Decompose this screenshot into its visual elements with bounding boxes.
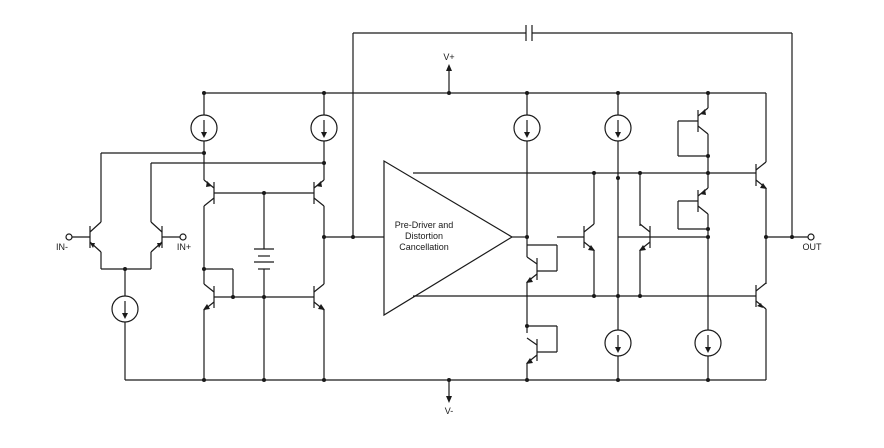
cascode-stage: [190, 91, 384, 382]
in-plus-label: IN+: [177, 242, 191, 252]
predriver-amplifier: [383, 159, 514, 317]
amplifier-label-line2: Distortion: [405, 231, 443, 241]
output-stage: [413, 91, 815, 382]
out-label: OUT: [803, 242, 823, 252]
vplus-rail: [204, 64, 766, 95]
amplifier-label-line3: Cancellation: [399, 242, 449, 252]
input-stage: [65, 151, 326, 380]
amplifier-label-line1: Pre-Driver and: [395, 220, 454, 230]
in-minus-label: IN-: [56, 242, 68, 252]
feedback-capacitor: [352, 25, 793, 237]
vplus-label: V+: [443, 52, 454, 62]
vminus-rail: [125, 378, 766, 403]
vminus-label: V-: [445, 406, 454, 416]
